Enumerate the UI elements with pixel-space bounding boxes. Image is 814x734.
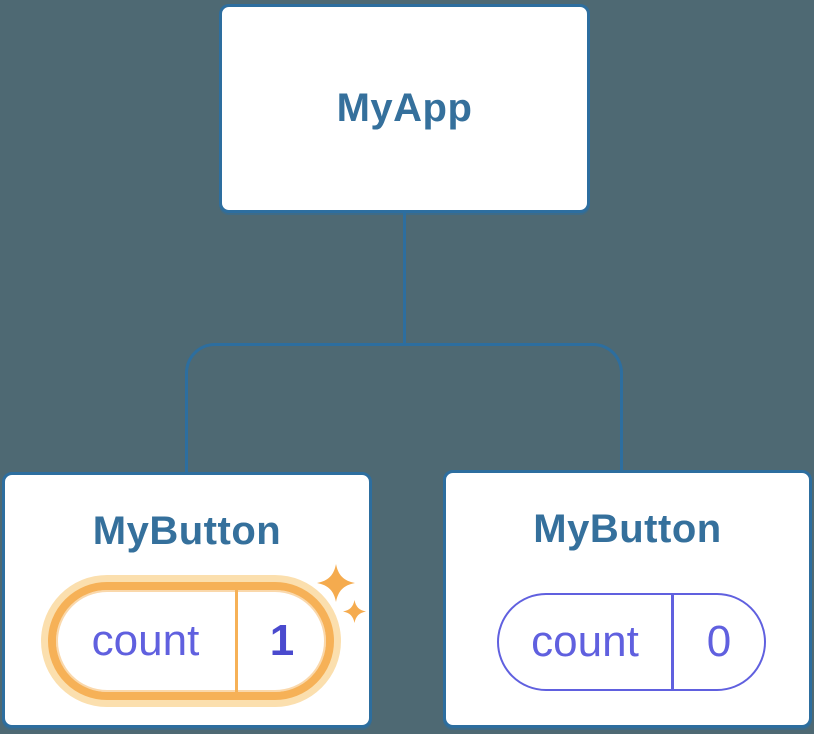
node-mybutton-normal: MyButton count 0 [443,470,812,728]
node-mybutton-normal-label: MyButton [533,507,722,551]
state-pill: count 0 [497,593,766,691]
state-name-cell: count [56,590,235,692]
sparkle-icon-large [317,564,355,602]
state-name: count [531,617,639,666]
node-myapp-label: MyApp [336,86,473,130]
node-myapp: MyApp [219,4,590,213]
state-value: 0 [706,617,732,666]
sparkle-icon-small [343,600,366,623]
node-mybutton-updated-label: MyButton [92,509,282,553]
state-value-cell: 1 [238,590,326,692]
pill-divider [235,590,238,692]
state-pill-highlighted: count 1 [48,582,334,700]
connector-branches [185,343,623,477]
state-name-cell: count [499,595,671,689]
state-value-cell: 0 [674,595,764,689]
connector-root-stem [403,210,406,346]
state-value: 1 [269,616,295,665]
state-name: count [91,616,200,665]
pill-divider [671,595,674,689]
node-mybutton-updated: MyButton count 1 [2,472,372,728]
